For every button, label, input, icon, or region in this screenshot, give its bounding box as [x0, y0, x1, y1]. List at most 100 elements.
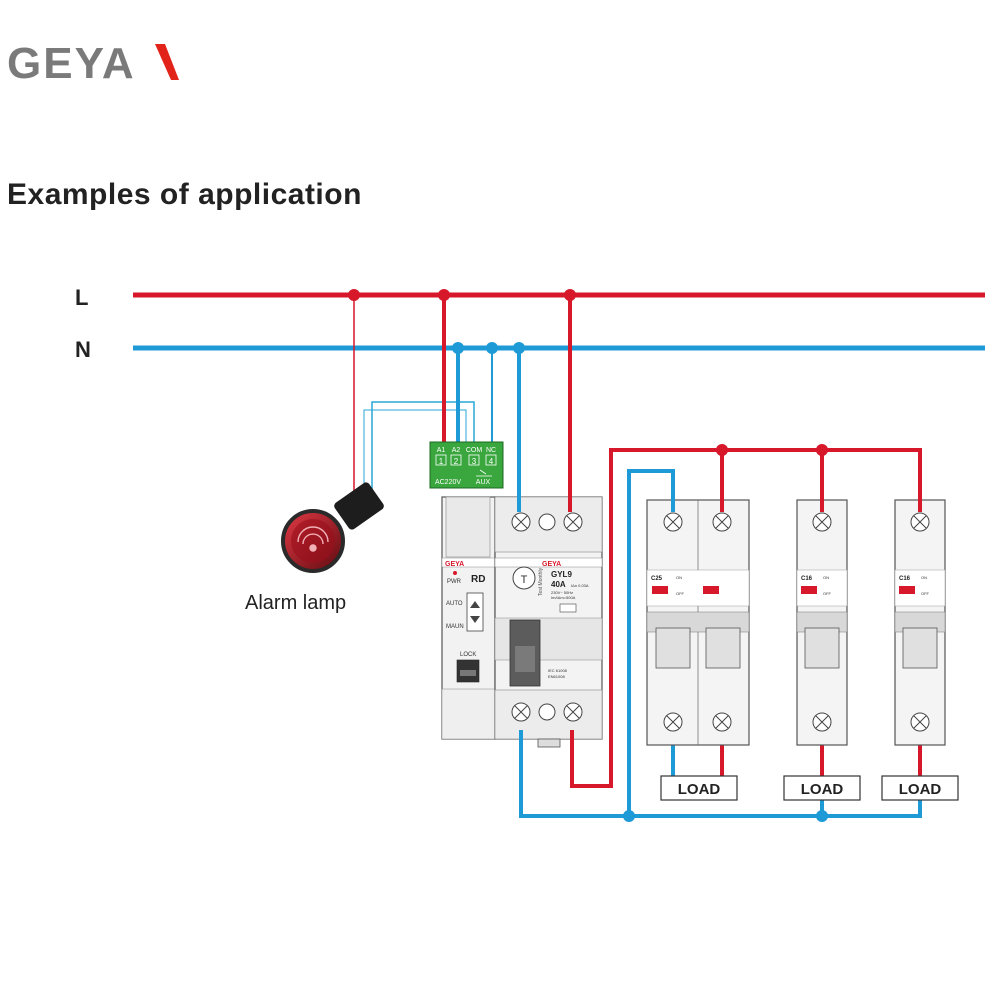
junction-dot: [513, 342, 525, 354]
geya-logo: GEYA: [7, 39, 179, 86]
recloser-auto-label: AUTO: [446, 601, 463, 607]
terminal-screw-icon: [712, 712, 732, 732]
terminal-screw-icon: [910, 512, 930, 532]
terminal-screw-icon: [563, 512, 583, 532]
terminal-label: NC: [486, 447, 496, 454]
mcb-toggle: [655, 627, 691, 669]
alarm-bell-icon: [297, 526, 329, 552]
junction-dot: [486, 342, 498, 354]
recloser-pwr-label: PWR: [447, 579, 462, 585]
junction-dot: [564, 289, 576, 301]
rcbo-sensitivity: IΔn 0.03A: [571, 583, 589, 588]
alarm-lamp-label: Alarm lamp: [245, 592, 346, 614]
terminal-number: 2: [454, 457, 459, 466]
terminal-label: A2: [452, 447, 461, 454]
logo-accent-icon: [155, 44, 179, 80]
trip-flag: [703, 586, 719, 594]
rcbo-spec-1: 230V~ 50Hz: [551, 590, 573, 595]
terminal-screw-icon: [563, 702, 583, 722]
recloser-model: RD: [471, 574, 485, 585]
trip-indicator: [559, 603, 577, 613]
load-label: LOAD: [678, 781, 721, 798]
terminal-screw-icon: [511, 512, 531, 532]
mcb-rating: C16: [899, 576, 911, 582]
junction-dot: [623, 810, 635, 822]
load-box-1: LOAD: [660, 775, 738, 801]
mcb-rating: C25: [651, 576, 663, 582]
terminal-hole: [538, 703, 556, 721]
mode-switch: [466, 592, 484, 632]
trip-flag: [899, 586, 915, 594]
rcbo-standard-1: IEC 61008: [548, 668, 568, 673]
mcb-on-label: ON: [921, 575, 927, 580]
trip-flag: [801, 586, 817, 594]
rcbo-module: GEYA T Test Monthly GYL9 40A IΔn 0.03A 2…: [494, 496, 603, 748]
terminal-number: 3: [472, 457, 477, 466]
terminal-number: 1: [439, 457, 444, 466]
test-side-text: Test Monthly: [538, 567, 544, 596]
junction-dot: [348, 289, 360, 301]
mcb-rating: C16: [801, 576, 813, 582]
logo-text: GEYA: [7, 39, 136, 86]
terminal-label: COM: [466, 447, 483, 454]
terminal-screw-icon: [712, 512, 732, 532]
mcb-1pole: C16 ON OFF: [894, 499, 946, 746]
auto-recloser: GEYA PWR RD AUTO MAUN LOCK: [441, 496, 496, 740]
junction-dot: [816, 444, 828, 456]
mcb-2pole: C25 ON OFF: [646, 499, 750, 746]
alarm-lamp: [281, 482, 384, 573]
rcbo-model: GYL9: [551, 570, 572, 579]
mcb-toggle: [902, 627, 938, 669]
aux-relay-block: A1 A2 COM NC 1 2 3 4 AC220V AUX: [429, 441, 504, 489]
junction-dot: [438, 289, 450, 301]
rcbo-rating: 40A: [551, 580, 566, 589]
mcb-toggle: [705, 627, 741, 669]
din-clip: [537, 738, 561, 748]
pwr-indicator: [453, 571, 457, 575]
mode-up-arrow-icon: [470, 601, 480, 608]
mcb-on-label: ON: [676, 575, 682, 580]
load-box-3: LOAD: [881, 775, 959, 801]
test-button: [512, 566, 536, 590]
relay-contact-icon: [476, 469, 492, 477]
mcb-off-label: OFF: [921, 591, 930, 596]
aux-voltage-label: AC220V: [435, 479, 461, 486]
test-button-label: T: [521, 574, 528, 586]
rcbo-spec-2: Im/IΔm=500A: [551, 595, 576, 600]
terminal-screw-icon: [812, 512, 832, 532]
junction-dot: [816, 810, 828, 822]
load-label: LOAD: [899, 781, 942, 798]
page-heading: Examples of application: [7, 178, 362, 211]
mcb-off-label: OFF: [823, 591, 832, 596]
terminal-number: 4: [489, 457, 494, 466]
mcb-1pole: C16 ON OFF: [796, 499, 848, 746]
terminal-label: A1: [437, 447, 446, 454]
terminal-screw-icon: [910, 712, 930, 732]
mcb-on-label: ON: [823, 575, 829, 580]
terminal-screw-icon: [812, 712, 832, 732]
recloser-brand: GEYA: [445, 561, 464, 568]
recloser-manual-label: MAUN: [446, 624, 464, 630]
lamp-aux-wire: [371, 401, 475, 492]
terminal-hole: [538, 513, 556, 531]
mcb-toggle: [804, 627, 840, 669]
rcbo-standard-2: EN61008: [548, 674, 565, 679]
neutral-line-label: N: [75, 337, 91, 362]
rcbo-live-out-wire: [570, 448, 922, 788]
junction-dot: [452, 342, 464, 354]
terminal-screw-icon: [663, 712, 683, 732]
load-box-2: LOAD: [783, 775, 861, 801]
recloser-lock-label: LOCK: [460, 652, 476, 658]
junction-dot: [716, 444, 728, 456]
rcbo-brand: GEYA: [542, 561, 561, 568]
terminal-screw-icon: [663, 512, 683, 532]
lamp-aux-wire-2: [363, 409, 467, 492]
load-label: LOAD: [801, 781, 844, 798]
mcb-off-label: OFF: [676, 591, 685, 596]
aux-label: AUX: [476, 479, 491, 486]
live-line-label: L: [75, 285, 88, 310]
mcb1-neutral-in-wire: [627, 469, 675, 816]
terminal-screw-icon: [511, 702, 531, 722]
trip-flag: [652, 586, 668, 594]
